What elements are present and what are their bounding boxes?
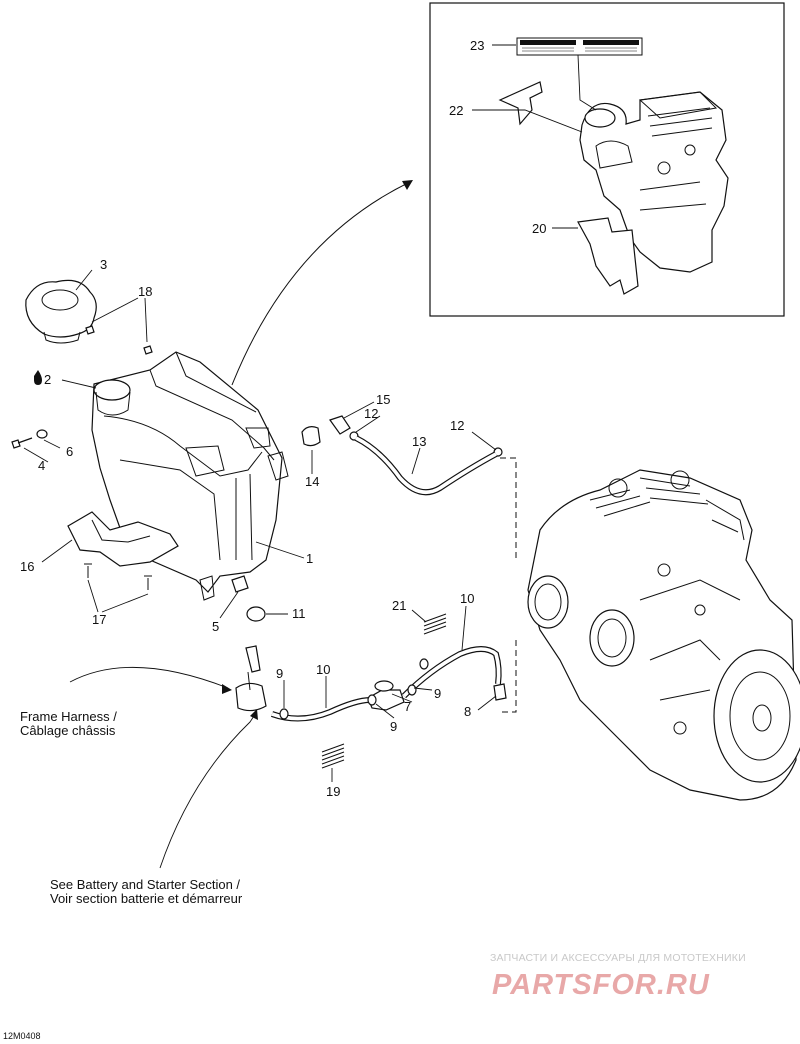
callout-3: 3: [100, 257, 107, 272]
callout-17: 17: [92, 612, 106, 627]
spring-19: [321, 743, 345, 769]
callout-22: 22: [449, 103, 463, 118]
bottom-bracket: [67, 511, 179, 567]
hardware: [11, 325, 503, 622]
callout-10a: 10: [316, 662, 330, 677]
inset-engine: [579, 91, 729, 273]
dashed-connector-upper: [500, 457, 517, 560]
callout-5: 4: [38, 458, 45, 473]
callout-10b: 10: [460, 591, 474, 606]
callout-1: 1: [306, 551, 313, 566]
small-decal: [498, 81, 543, 126]
battery-note-en: See Battery and Starter Section /: [50, 877, 240, 892]
dashed-connector-lower: [502, 640, 517, 713]
detail-arrow: [231, 181, 411, 386]
callout-9a: 9: [276, 666, 283, 681]
callout-4: 5: [212, 619, 219, 634]
callout-12a: 12: [364, 406, 378, 421]
callout-8: 8: [464, 704, 471, 719]
arrow-head: [402, 180, 413, 190]
oil-tank: [25, 279, 289, 601]
callout-20: 21: [392, 598, 406, 613]
callout-15: 15: [376, 392, 390, 407]
callout-9b: 9: [390, 719, 397, 734]
callout-13: 13: [412, 434, 426, 449]
callout-12b: 12: [450, 418, 464, 433]
engine: [527, 469, 800, 801]
oil-line: [235, 613, 507, 769]
callout-16: 16: [20, 559, 34, 574]
leader-lines: [23, 269, 497, 869]
spring-20: [423, 613, 447, 635]
callout-21: 20: [532, 221, 546, 236]
intake-right: [589, 609, 635, 667]
callout-11: 11: [292, 606, 306, 621]
inset-panel: 23 22 20: [429, 2, 785, 317]
frame-harness-note-en: Frame Harness /: [20, 709, 117, 724]
flywheel: [713, 649, 800, 783]
warning-decal: [516, 37, 643, 56]
callout-23: 23: [470, 38, 484, 53]
callout-2: 2: [44, 372, 51, 387]
watermark-line2: PARTSFOR.RU: [492, 969, 710, 1001]
battery-note-fr: Voir section batterie et démarreur: [50, 891, 243, 906]
callout-18: 18: [138, 284, 152, 299]
frame-harness-note-fr: Câblage châssis: [20, 723, 116, 738]
callout-9c: 9: [434, 686, 441, 701]
callout-7: 7: [404, 699, 411, 714]
notes: Frame Harness / Câblage châssis See Batt…: [20, 709, 243, 906]
callout-14: 14: [305, 474, 319, 489]
watermark: ЗАПЧАСТИ И АКСЕССУАРЫ ДЛЯ МОТОТЕХНИКИ PA…: [490, 952, 746, 1001]
intake-left: [527, 575, 569, 629]
watermark-line1: ЗАПЧАСТИ И АКСЕССУАРЫ ДЛЯ МОТОТЕХНИКИ: [490, 952, 746, 964]
filler-neck: [93, 379, 131, 401]
callouts: 3 18 2 4 6 16 17 5 1 11 14 15 12 13 12 9…: [20, 257, 474, 799]
drawing-code: 12M0408: [3, 1031, 41, 1041]
oil-drop-icon: [34, 370, 42, 385]
callout-6: 6: [66, 444, 73, 459]
callout-19: 19: [326, 784, 340, 799]
heat-shield-decal: [577, 217, 639, 295]
